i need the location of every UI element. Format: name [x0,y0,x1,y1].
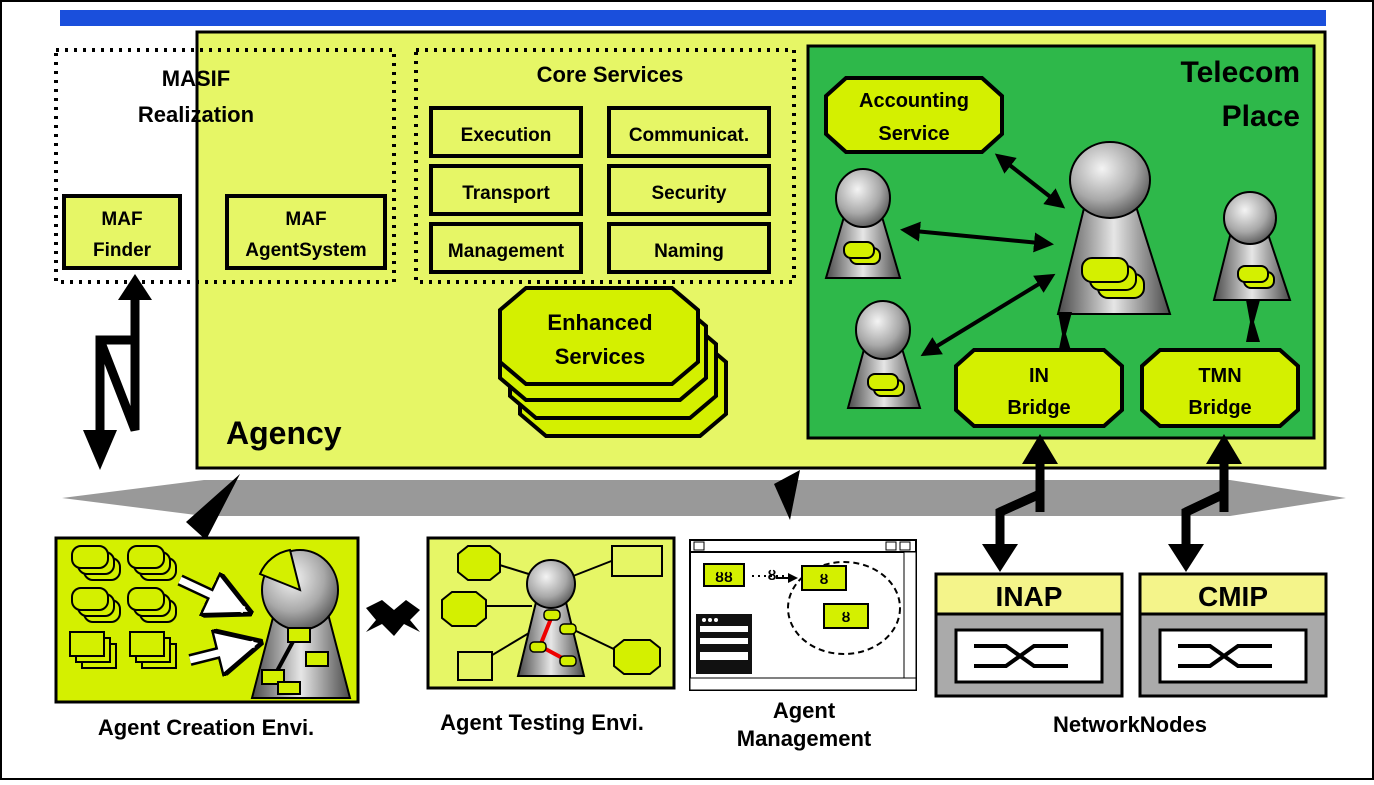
connector-management-bus [774,470,800,520]
agent-glyph-icon: ȣ [768,567,777,583]
tmn-bridge-line2: Bridge [1188,397,1251,419]
accounting-service-line1: Accounting [859,90,969,112]
telecom-arrows [900,153,1066,357]
core-services-title: Core Services [537,62,684,87]
agent-small-1 [824,168,902,279]
core-service-label: Security [652,183,727,204]
agent-creation-label: Agent Creation Envi. [98,715,314,740]
network-node-cmip: CMIP [1138,572,1328,698]
masif-region [54,48,396,284]
agent-glyph-icon: ȣ [842,609,851,625]
masif-title-line2: Realization [138,102,254,127]
agent-testing-label: Agent Testing Envi. [440,710,644,735]
tmn-bridge-line1: TMN [1198,365,1241,387]
agent-glyph-icon: ȣȣ [715,569,733,585]
telecom-place-line1: Telecom [1181,56,1301,89]
connector-tmn-bridge [1246,300,1260,342]
core-service-label: Naming [654,241,724,262]
agent-large [1056,141,1172,315]
agent-small-3 [1212,191,1292,301]
maf-finder-box [62,194,182,270]
in-bridge-box [954,348,1124,428]
enhanced-services-line1: Enhanced [547,310,652,335]
link-maf-finder-bus [83,274,152,470]
in-bridge-line2: Bridge [1007,397,1070,419]
agency-label: Agency [226,415,342,451]
core-services-region [414,48,796,284]
agent-management-window: ȣȣ ȣ ȣ ȣ [689,539,917,691]
enhanced-services-line2: Services [555,344,646,369]
maf-agentsystem-line1: MAF [285,209,326,230]
core-service-label: Management [448,241,565,262]
core-service-management: Management [429,222,583,274]
network-nodes-label: NetworkNodes [1053,712,1207,737]
core-service-label: Execution [461,125,552,146]
agent-management-line2: Management [737,726,872,751]
bus-bar [62,480,1346,516]
network-node-inap: INAP [934,572,1124,698]
in-bridge-line1: IN [1029,365,1049,387]
agent-small-2 [846,300,922,409]
masif-title-line1: MASIF [162,66,230,91]
agent-management-line1: Agent [773,698,836,723]
connector-creation-bus [186,474,240,540]
accounting-service-line2: Service [878,123,949,145]
core-service-security: Security [607,164,771,216]
inap-label: INAP [996,581,1063,612]
core-service-execution: Execution [429,106,583,158]
maf-agentsystem-box [225,194,387,270]
agent-creation-panel [54,536,360,704]
agent-glyph-icon: ȣ [820,571,829,587]
cmip-label: CMIP [1198,581,1268,612]
core-service-communication: Communicat. [607,106,771,158]
accounting-service-box [824,76,1004,154]
link-in-bridge-inap [982,434,1058,572]
enhanced-services-stack: Enhanced Services [498,286,728,438]
agent-testing-panel [426,536,676,690]
link-tmn-bridge-cmip [1168,434,1242,572]
maf-finder-line1: MAF [101,209,142,230]
core-service-label: Communicat. [629,125,749,146]
core-service-label: Transport [462,183,550,204]
maf-agentsystem-line2: AgentSystem [245,240,366,261]
maf-finder-line2: Finder [93,240,152,261]
core-service-naming: Naming [607,222,771,274]
top-bar [60,10,1326,26]
connector-in-bridge [1058,312,1072,354]
core-service-transport: Transport [429,164,583,216]
link-creation-testing [366,600,420,636]
telecom-place-line2: Place [1222,100,1300,133]
tmn-bridge-box [1140,348,1300,428]
